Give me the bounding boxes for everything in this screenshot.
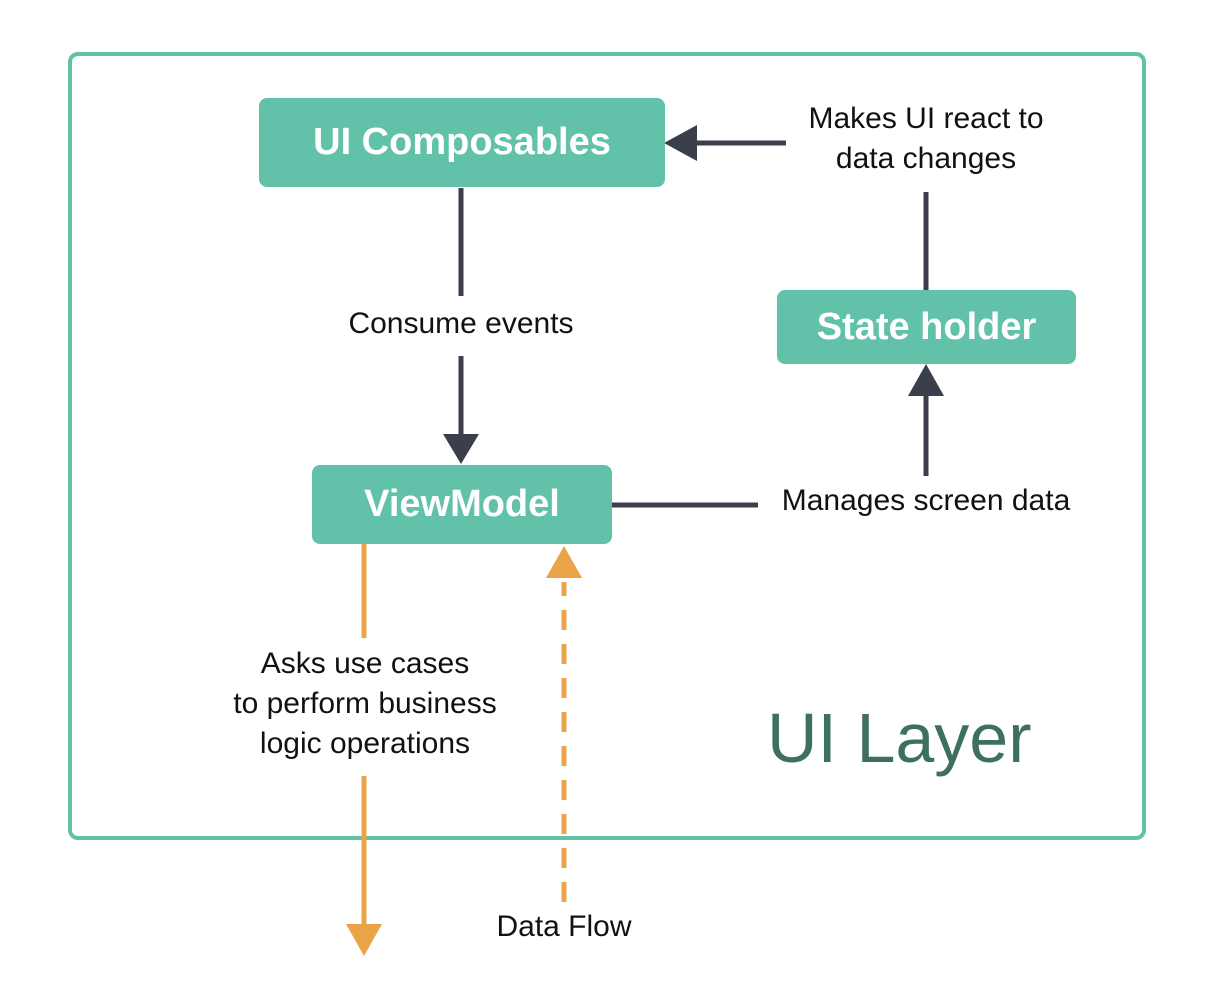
label-react-line1: Makes UI react to — [786, 99, 1066, 139]
node-ui-composables: UI Composables — [259, 98, 665, 187]
arrowhead-data-flow — [546, 546, 582, 578]
arrowhead-to-use-cases — [346, 924, 382, 956]
layer-title: UI Layer — [767, 699, 1032, 777]
label-react-line2: data changes — [786, 139, 1066, 179]
label-asks-line1: Asks use cases — [205, 644, 525, 684]
label-consume-events: Consume events — [321, 304, 601, 344]
arrowhead-to-state-holder — [908, 364, 944, 396]
arrowhead-to-composables — [664, 125, 697, 161]
label-manages-screen-data: Manages screen data — [760, 481, 1092, 521]
ui-layer-frame — [68, 52, 1146, 840]
label-asks-line3: logic operations — [205, 724, 525, 764]
label-data-flow: Data Flow — [474, 907, 654, 947]
node-state-holder: State holder — [777, 290, 1076, 364]
arrowhead-to-viewmodel — [443, 434, 479, 464]
label-asks-line2: to perform business — [205, 684, 525, 724]
node-viewmodel: ViewModel — [312, 465, 612, 544]
